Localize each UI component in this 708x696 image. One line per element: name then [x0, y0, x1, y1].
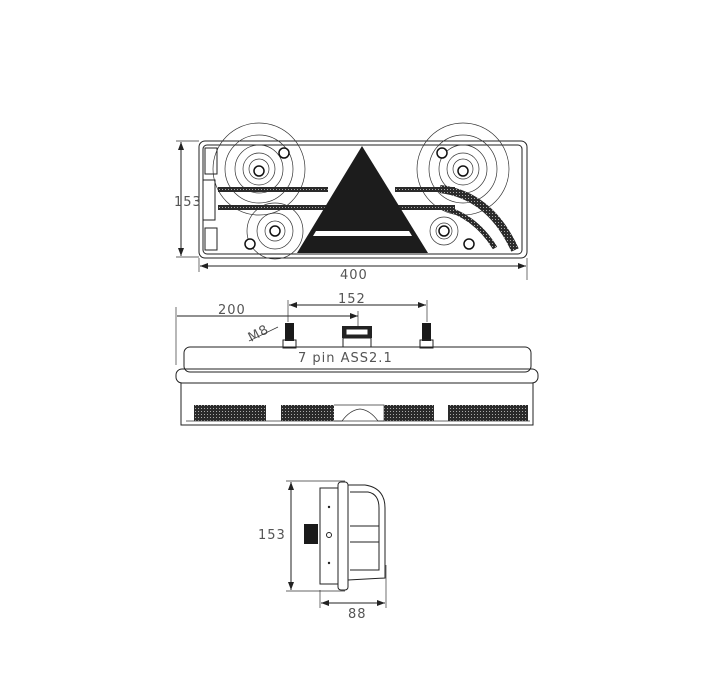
bolt-spacing-dim: 152	[338, 292, 366, 307]
connector	[342, 326, 372, 348]
light-bar-upper	[218, 187, 328, 192]
warning-triangle	[297, 146, 428, 253]
front-view: 153 400	[174, 122, 528, 283]
m8-bolt-right	[422, 323, 431, 341]
front-height-dim: 153	[174, 195, 202, 210]
lens-1	[194, 405, 266, 421]
front-width-dim: 400	[340, 268, 368, 283]
lens-2	[281, 405, 334, 421]
offset-dim: 200	[218, 303, 246, 318]
reflector-rings-left	[212, 122, 306, 216]
curved-light-bar	[439, 185, 519, 252]
side-connector	[304, 524, 318, 544]
top-view: 200 152 M8 7 pin ASS2.1	[175, 292, 539, 426]
connector-label: 7 pin ASS2.1	[298, 351, 393, 366]
side-height-dim: 153	[258, 528, 286, 543]
side-view: 153 88	[258, 480, 387, 622]
mounting-screws	[244, 147, 475, 250]
lens-3	[384, 405, 434, 421]
lens-4	[448, 405, 528, 421]
side-depth-dim: 88	[348, 607, 367, 622]
light-bar-lower	[218, 205, 328, 210]
m8-bolt-left	[285, 323, 294, 341]
thread-label: M8	[246, 322, 272, 345]
reflector-rings-bottom	[246, 202, 459, 260]
